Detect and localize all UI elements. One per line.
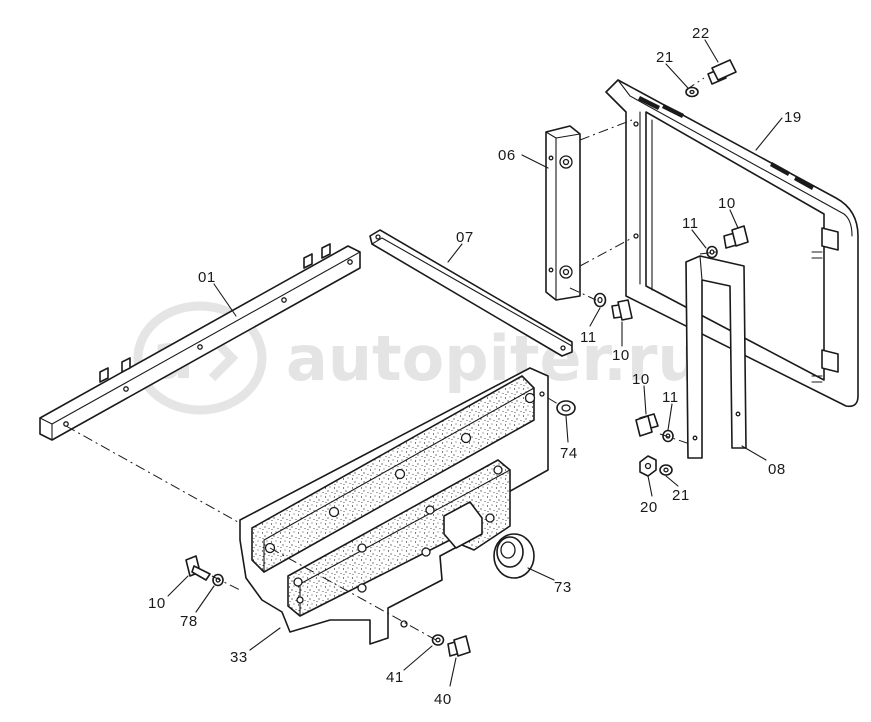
watermark: a autopiter.ru bbox=[133, 301, 702, 415]
callout-21-bottom: 21 bbox=[672, 487, 690, 504]
callout-11-b: 11 bbox=[682, 215, 699, 232]
callout-22: 22 bbox=[692, 25, 710, 42]
watermark-logo-ring bbox=[133, 301, 267, 415]
assembly-centerlines bbox=[65, 77, 717, 641]
callout-labels: 22 21 19 06 07 01 11 10 11 10 10 11 74 0… bbox=[148, 25, 802, 708]
callout-06: 06 bbox=[498, 147, 516, 164]
bolt-10a bbox=[611, 299, 633, 321]
washer-11b bbox=[706, 245, 718, 259]
part-33-base-plate bbox=[239, 367, 549, 645]
part-08-u-bracket bbox=[685, 255, 747, 459]
part-07-strap bbox=[369, 229, 573, 357]
bolt-10b bbox=[723, 225, 749, 249]
washer-78 bbox=[212, 573, 224, 587]
callout-20: 20 bbox=[640, 499, 658, 516]
bolt-10c bbox=[635, 413, 659, 437]
seal-73 bbox=[493, 533, 535, 579]
bolt-40 bbox=[447, 635, 471, 657]
washer-21a bbox=[685, 86, 699, 98]
bolt-10d bbox=[185, 555, 211, 581]
watermark-text: autopiter.ru bbox=[286, 322, 702, 395]
callout-10-a: 10 bbox=[612, 347, 630, 364]
callout-40: 40 bbox=[434, 691, 452, 708]
callout-19: 19 bbox=[784, 109, 802, 126]
washer-41 bbox=[431, 634, 445, 646]
callout-11-a: 11 bbox=[580, 329, 597, 346]
callout-33: 33 bbox=[230, 649, 248, 666]
part-01-angle-bar bbox=[39, 243, 361, 441]
leader-lines bbox=[167, 39, 783, 687]
washer-21b bbox=[659, 464, 673, 476]
grommet-74 bbox=[556, 400, 576, 416]
part-06-bracket bbox=[545, 125, 581, 301]
callout-10-d: 10 bbox=[148, 595, 166, 612]
callout-41: 41 bbox=[386, 669, 404, 686]
callout-74: 74 bbox=[560, 445, 578, 462]
bolt-22 bbox=[707, 59, 737, 85]
callout-11-c: 11 bbox=[662, 389, 679, 406]
callout-21-top: 21 bbox=[656, 49, 674, 66]
callout-73: 73 bbox=[554, 579, 572, 596]
callout-78: 78 bbox=[180, 613, 198, 630]
washer-11a bbox=[593, 292, 607, 308]
nut-20 bbox=[639, 455, 657, 477]
callout-10-c: 10 bbox=[632, 371, 650, 388]
callout-01: 01 bbox=[198, 269, 216, 286]
callout-08: 08 bbox=[768, 461, 786, 478]
callout-10-b: 10 bbox=[718, 195, 736, 212]
callout-07: 07 bbox=[456, 229, 474, 246]
